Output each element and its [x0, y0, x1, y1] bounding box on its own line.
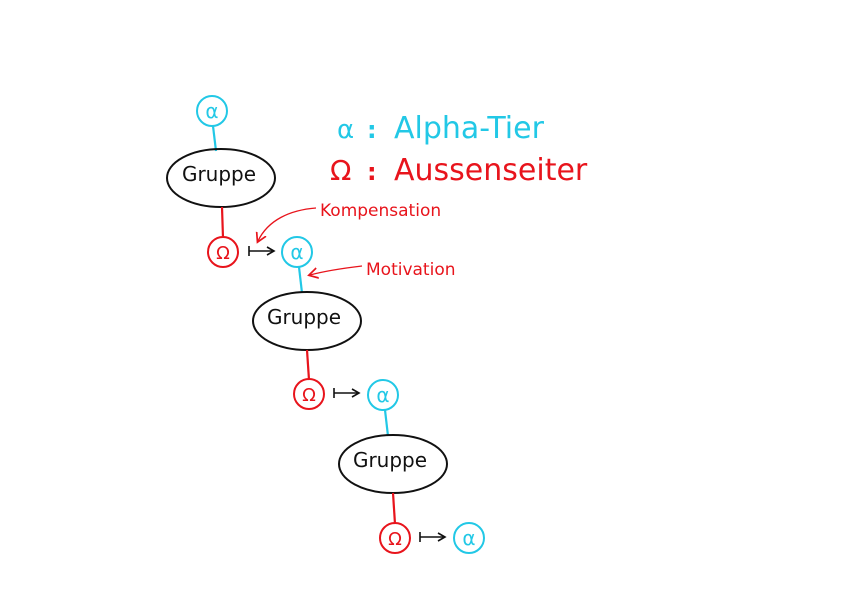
group-node-3-label: Gruppe — [353, 448, 427, 472]
level-3: α Gruppe Ω α — [338, 379, 485, 554]
compensation-label: Kompensation — [320, 201, 441, 221]
legend-omega-separator: : — [367, 158, 377, 186]
legend-alpha-label: Alpha-Tier — [394, 111, 545, 146]
omega-connector-3 — [391, 492, 397, 525]
alpha-node-2-symbol: α — [290, 240, 303, 264]
omega-node-3-symbol: Ω — [388, 529, 402, 550]
group-node-2-label: Gruppe — [267, 305, 341, 329]
omega-node-3 — [379, 522, 411, 554]
legend: α : Alpha-Tier Ω : Aussenseiter — [330, 111, 588, 188]
level-2: α Gruppe Ω — [252, 236, 362, 410]
legend-omega-symbol: Ω — [330, 154, 351, 187]
omega-node-1-symbol: Ω — [216, 243, 230, 264]
level-1: α Gruppe Ω — [166, 95, 276, 268]
alpha-node-3 — [367, 379, 399, 411]
maps-to-arrow-3 — [419, 532, 447, 542]
group-node-1 — [166, 148, 276, 208]
omega-node-2 — [293, 378, 325, 410]
annotation-compensation: Kompensation — [258, 201, 441, 241]
maps-to-arrow-2 — [333, 388, 361, 398]
motivation-label: Motivation — [366, 260, 456, 280]
omega-connector-2 — [305, 349, 311, 381]
alpha-node-3-symbol: α — [376, 383, 389, 407]
maps-to-arrow-1 — [248, 246, 276, 256]
alpha-node-2 — [281, 236, 313, 268]
alpha-connector-1 — [211, 125, 218, 152]
group-node-1-label: Gruppe — [182, 162, 256, 186]
alpha-node-4-symbol: α — [462, 526, 475, 550]
alpha-connector-3 — [383, 409, 390, 437]
legend-omega-label: Aussenseiter — [394, 153, 588, 188]
alpha-node-1 — [196, 95, 228, 127]
alpha-node-1-symbol: α — [205, 99, 218, 123]
alpha-node-4 — [453, 522, 485, 554]
annotation-motivation: Motivation — [310, 260, 456, 280]
compensation-arrow — [258, 207, 317, 241]
omega-node-1 — [207, 236, 239, 268]
motivation-arrow — [310, 265, 363, 275]
omega-connector-1 — [220, 206, 225, 239]
alpha-connector-2 — [297, 266, 304, 294]
legend-alpha-separator: : — [367, 116, 377, 144]
omega-node-2-symbol: Ω — [302, 385, 316, 406]
legend-alpha-symbol: α — [337, 115, 354, 145]
